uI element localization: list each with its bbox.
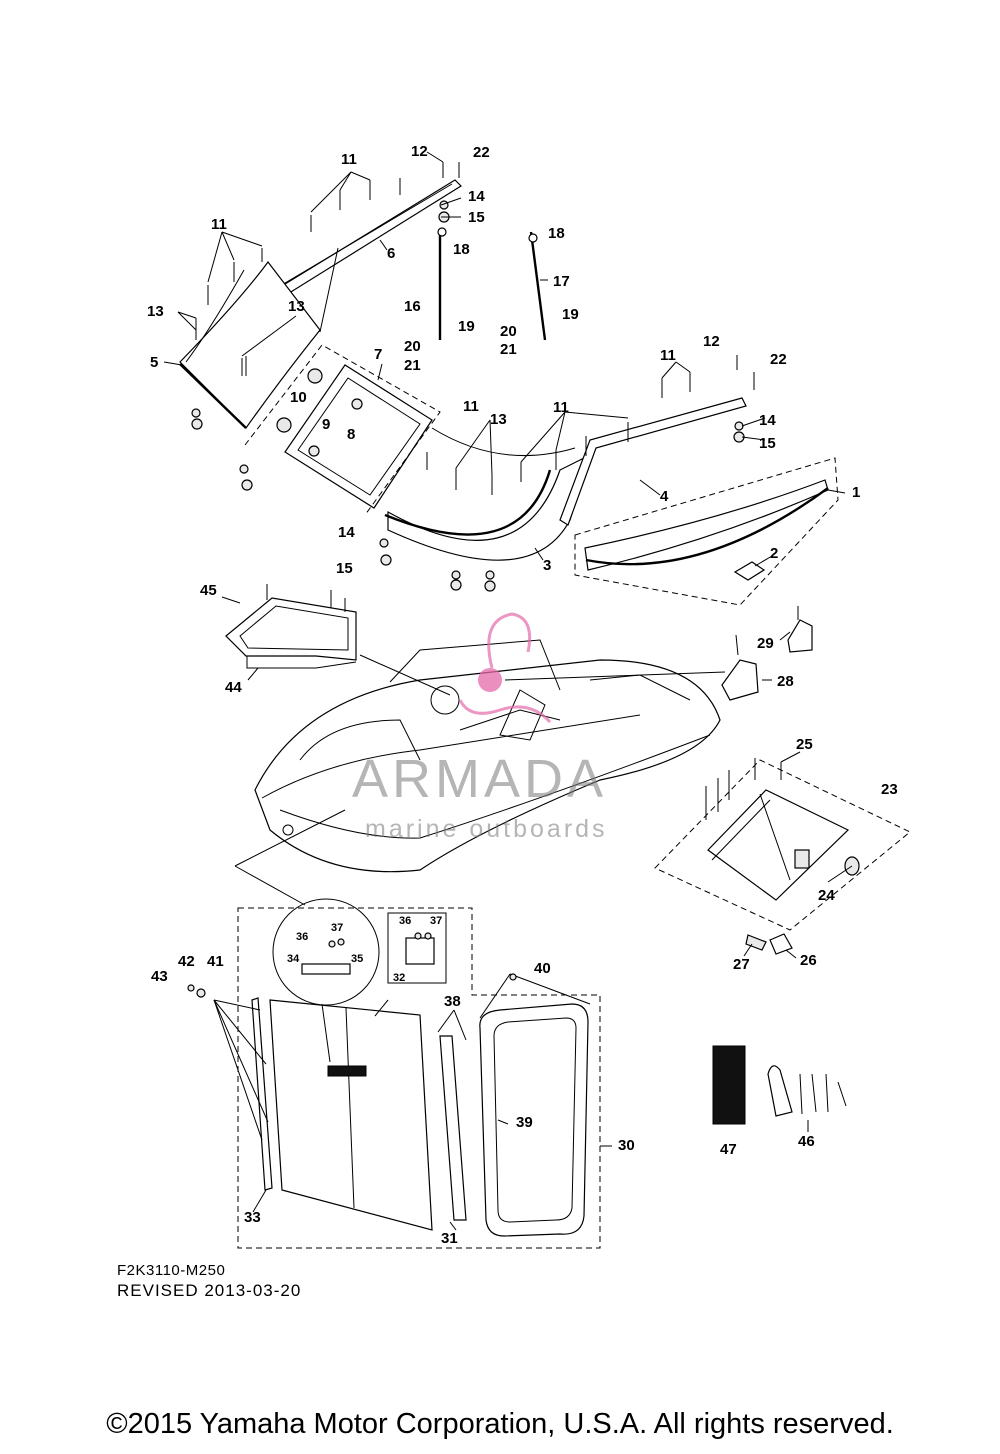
callout-36a: 36 — [296, 931, 308, 943]
callout-12a: 12 — [411, 143, 428, 160]
callout-19b: 19 — [562, 306, 579, 323]
callout-15c: 15 — [336, 560, 353, 577]
hatch-assembly — [654, 751, 911, 959]
callout-23: 23 — [881, 781, 898, 798]
watermark-brand: ARMADA — [352, 749, 608, 809]
storage-tray — [221, 584, 357, 681]
cleats — [721, 606, 813, 701]
callout-labels: 1 2 3 4 5 6 7 8 9 10 11 11 11 11 11 12 1… — [147, 143, 898, 1247]
callout-13a: 13 — [147, 303, 164, 320]
callout-28: 28 — [777, 673, 794, 690]
callout-7: 7 — [374, 346, 382, 363]
callout-13c: 13 — [490, 411, 507, 428]
callout-11e: 11 — [660, 347, 676, 364]
callout-11b: 11 — [211, 216, 227, 233]
watermark-tagline: marine outboards — [365, 815, 608, 843]
callout-21a: 21 — [404, 357, 421, 374]
callout-20a: 20 — [404, 338, 421, 355]
callout-9: 9 — [322, 416, 330, 433]
callout-11a: 11 — [341, 151, 357, 168]
windshield-assembly — [163, 151, 846, 606]
callout-38: 38 — [444, 993, 461, 1010]
door-assembly — [187, 898, 612, 1249]
callout-45: 45 — [200, 582, 217, 599]
callout-36b: 36 — [399, 915, 411, 927]
callout-27: 27 — [733, 956, 750, 973]
callout-25: 25 — [796, 736, 813, 753]
callout-18a: 18 — [453, 241, 470, 258]
callout-26: 26 — [800, 952, 817, 969]
callout-40: 40 — [534, 960, 551, 977]
callout-35: 35 — [351, 953, 363, 965]
boat-hull — [234, 639, 726, 906]
callout-32: 32 — [393, 972, 405, 984]
callout-47: 47 — [720, 1141, 737, 1158]
callout-2: 2 — [770, 545, 778, 562]
callout-14a: 14 — [468, 188, 485, 205]
callout-1: 1 — [852, 484, 860, 501]
callout-15a: 15 — [468, 209, 485, 226]
revised-date: REVISED 2013-03-20 — [117, 1281, 302, 1300]
callout-14c: 14 — [338, 524, 355, 541]
watermark-logo-icon — [458, 612, 552, 724]
callout-44: 44 — [225, 679, 242, 696]
callout-8: 8 — [347, 426, 355, 443]
callout-19a: 19 — [458, 318, 475, 335]
callout-24: 24 — [818, 887, 835, 904]
callout-42: 42 — [178, 953, 195, 970]
callout-3: 3 — [543, 557, 551, 574]
callout-46: 46 — [798, 1133, 815, 1150]
callout-22a: 22 — [473, 144, 490, 161]
callout-37a: 37 — [331, 922, 343, 934]
callout-29: 29 — [757, 635, 774, 652]
callout-39: 39 — [516, 1114, 533, 1131]
callout-34: 34 — [287, 953, 300, 965]
callout-18b: 18 — [548, 225, 565, 242]
callout-37b: 37 — [430, 915, 442, 927]
callout-4: 4 — [660, 488, 669, 505]
callout-16: 16 — [404, 298, 421, 315]
callout-31: 31 — [441, 1230, 458, 1247]
callout-11d: 11 — [553, 399, 569, 416]
callout-17: 17 — [553, 273, 570, 290]
callout-30: 30 — [618, 1137, 635, 1154]
callout-12b: 12 — [703, 333, 720, 350]
callout-43: 43 — [151, 968, 168, 985]
callout-13b: 13 — [288, 298, 305, 315]
callout-21b: 21 — [500, 341, 517, 358]
callout-10: 10 — [290, 389, 307, 406]
callout-11c: 11 — [463, 398, 479, 415]
diagram-code: F2K3110-M250 — [117, 1262, 226, 1279]
callout-41: 41 — [207, 953, 224, 970]
copyright-notice: ©2015 Yamaha Motor Corporation, U.S.A. A… — [106, 1408, 894, 1440]
accessories — [712, 1045, 847, 1132]
callout-5: 5 — [150, 354, 158, 371]
callout-33: 33 — [244, 1209, 261, 1226]
callout-6: 6 — [387, 245, 395, 262]
callout-20b: 20 — [500, 323, 517, 340]
callout-14b: 14 — [759, 412, 776, 429]
callout-15b: 15 — [759, 435, 776, 452]
callout-22b: 22 — [770, 351, 787, 368]
